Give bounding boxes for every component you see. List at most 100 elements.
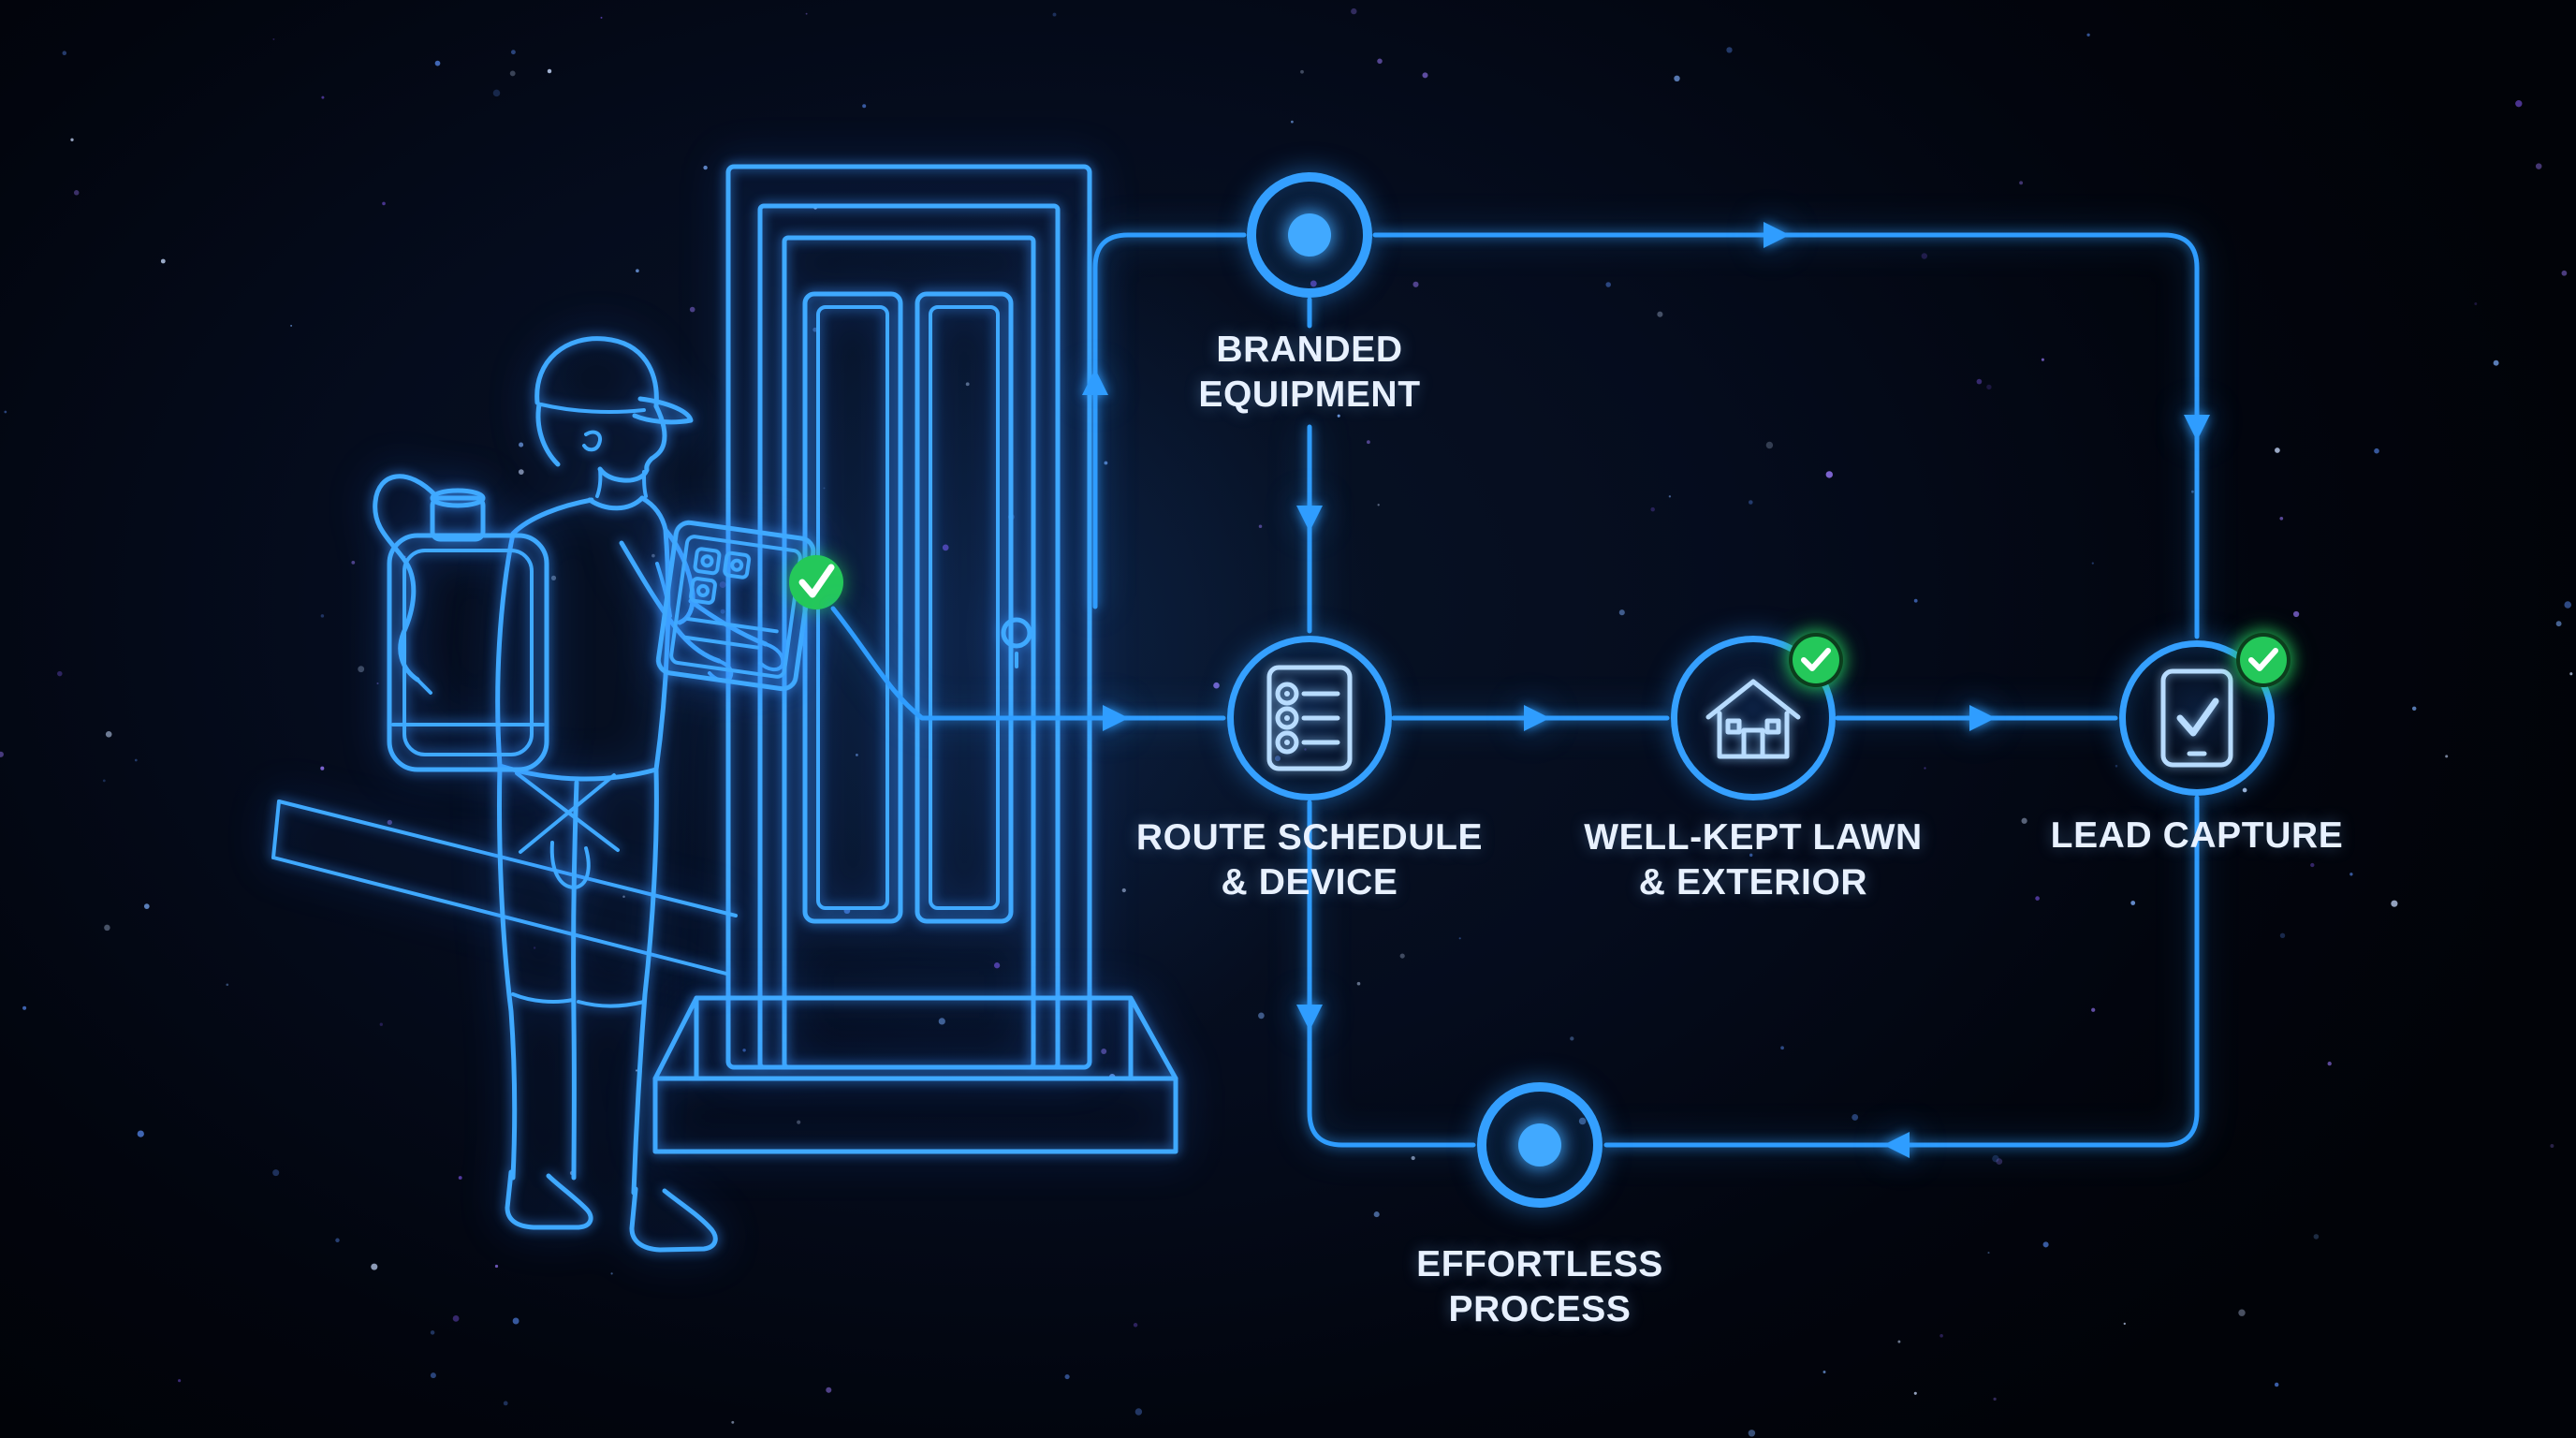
star [1134,1408,1143,1416]
star [1748,1430,1756,1437]
well-kept-lawn-check-badge [1789,633,1843,687]
star [2279,932,2286,939]
star [2086,33,2090,37]
star [797,1120,801,1124]
shoe [505,1169,593,1230]
star [2374,448,2379,454]
star [942,544,949,551]
star [1337,414,1340,418]
star [105,730,112,738]
arrow-up [1082,369,1108,395]
star [742,1049,746,1052]
star [965,382,970,387]
star [2035,896,2040,901]
star [1377,504,1380,506]
star [2238,1309,2246,1316]
star [689,306,695,313]
label-line: EQUIPMENT [1198,374,1421,415]
star [826,1387,832,1393]
star [938,1018,945,1025]
star [1650,506,1655,512]
star [823,487,826,490]
star [1104,461,1108,465]
star [862,104,867,109]
star [2515,100,2523,108]
shoe [629,1186,718,1253]
star [335,1238,340,1243]
star [805,12,808,15]
star [510,50,516,55]
star [533,946,536,949]
star [320,766,325,770]
dot-icon [1288,213,1331,257]
star [351,561,356,565]
star [434,60,441,66]
star [1924,767,1926,770]
star [547,68,552,74]
tablet-check-badge [789,555,843,609]
star [2349,873,2353,876]
star [1101,1049,1107,1054]
label-line: ROUTE SCHEDULE [1135,817,1484,858]
star [1913,598,1918,603]
star [2555,621,2562,627]
star [1668,495,1672,498]
node-label-branded-equipment: BRANDED EQUIPMENT [1198,328,1420,418]
star [622,895,625,898]
arrow-right [1764,222,1790,248]
star [2474,302,2478,305]
check-icon [2248,648,2278,671]
star [1458,937,1461,940]
star [518,469,524,475]
star [430,1330,435,1335]
label-line: & EXTERIOR [1638,862,1868,902]
arrow-down [1296,1005,1323,1031]
node-lead-capture [2119,640,2275,796]
star [509,70,516,77]
star [226,983,229,987]
edge-branded-to-lead [1372,232,2200,639]
star [1996,1158,2003,1165]
cap-brim [632,396,694,425]
checklist-icon [1266,665,1353,771]
star [382,201,386,206]
star [1913,1391,1917,1395]
star [1618,609,1625,616]
star [812,327,818,332]
star [134,758,138,762]
star [22,1005,27,1010]
star [2564,601,2571,609]
face [597,404,667,483]
right-hand [758,642,785,671]
edge-tablet-to-route [830,606,1226,721]
star [1748,500,1753,505]
star [1976,378,1983,385]
star [1258,1012,1265,1020]
star [102,779,106,783]
star [1373,1211,1380,1218]
star [519,442,524,448]
star [320,614,325,618]
star [2561,270,2568,276]
arrow-down [2184,415,2210,441]
node-label-lead-capture: LEAD CAPTURE [2051,814,2344,858]
label-line: EFFORTLESS [1416,1244,1663,1284]
star [1300,69,1304,74]
node-effortless-process [1477,1082,1603,1208]
star [731,1420,735,1424]
star [610,1272,613,1275]
sprayer-hose [373,474,439,682]
edge-route-to-effortless [1307,800,1476,1148]
label-line: & DEVICE [1221,862,1398,902]
star [1377,58,1383,65]
star [73,190,80,196]
star [272,37,275,40]
star [458,1176,462,1180]
star [2445,755,2449,758]
star [178,1379,182,1383]
edge-lead-to-effortless [1603,795,2200,1148]
door-steps [652,995,1178,1154]
star [272,1169,280,1177]
star [651,553,655,558]
cap [534,336,659,409]
